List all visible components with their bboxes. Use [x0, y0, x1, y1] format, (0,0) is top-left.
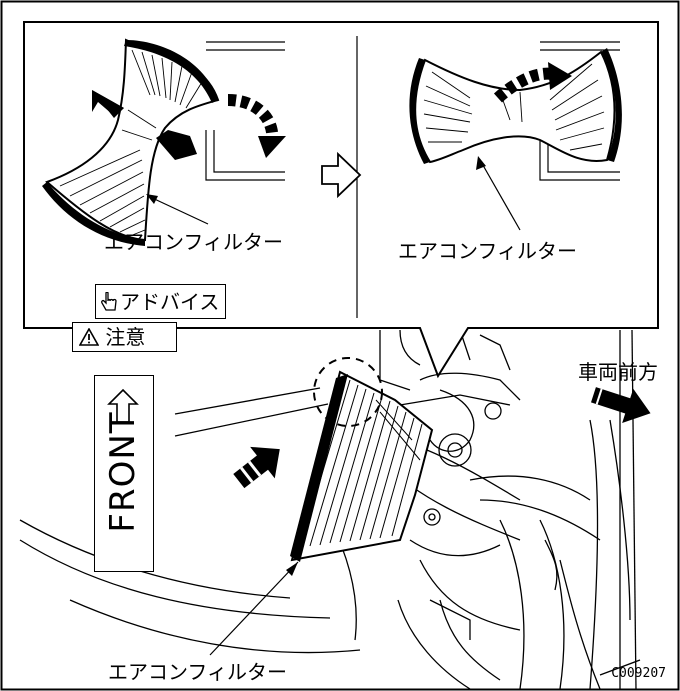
main-air-filter: [290, 357, 434, 562]
push-arrow-icon: [233, 446, 280, 489]
caution-badge: 注意: [72, 322, 177, 352]
direction-arrow-icon: [590, 387, 651, 423]
filter-label-top-right: エアコンフィルター: [398, 239, 577, 263]
curved-rotation-arrow-icon: [227, 94, 286, 158]
warning-triangle-icon: [78, 325, 105, 349]
curved-rotation-arrow-icon: [493, 62, 572, 103]
twisted-filter-left: [42, 38, 220, 246]
hand-pointing-icon: [100, 291, 118, 317]
figure-code: C009207: [611, 666, 666, 681]
advice-label: アドバイス: [120, 290, 220, 314]
caution-label: 注意: [105, 325, 146, 349]
right-arrow-icon: [321, 151, 362, 199]
filter-label-top-left: エアコンフィルター: [104, 230, 283, 254]
engine-bay-art: [19, 329, 641, 691]
push-arrow-icon: [92, 90, 197, 160]
filter-label-bottom: エアコンフィルター: [108, 660, 287, 684]
advice-badge: アドバイス: [95, 284, 227, 319]
vehicle-front-label: 車両前方: [578, 360, 658, 384]
detail-circle: [313, 357, 383, 427]
front-label: FRONT: [103, 411, 143, 533]
left-arrow-icon: [107, 388, 139, 423]
